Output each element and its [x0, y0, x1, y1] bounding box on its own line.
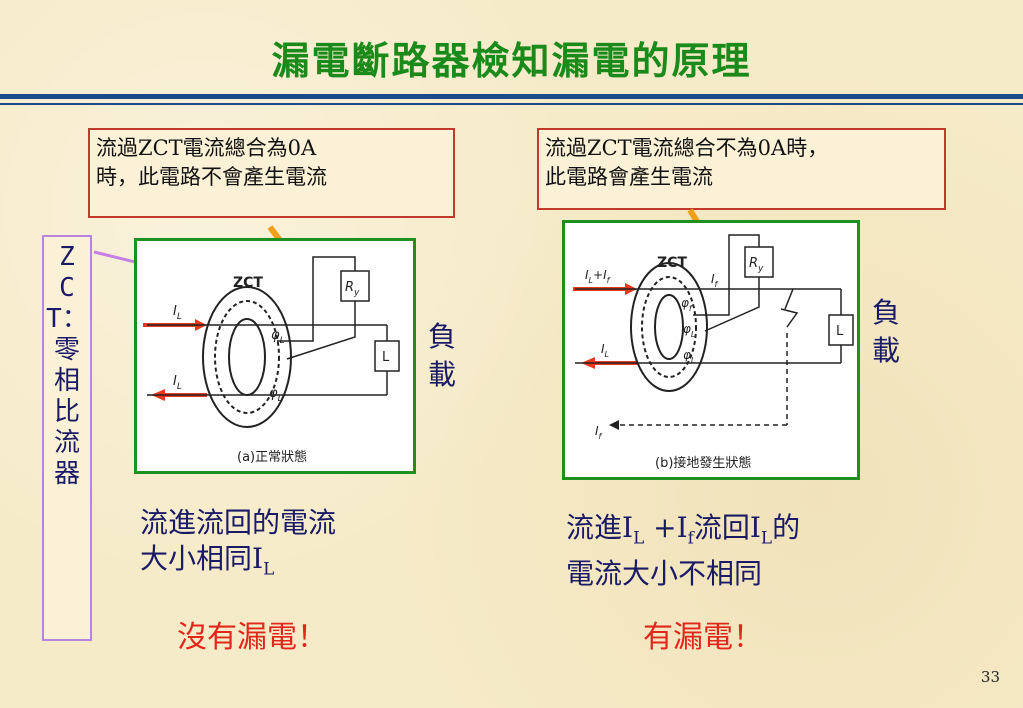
load-label-right: 負 載	[868, 294, 904, 370]
fault-current-label: If	[711, 272, 719, 289]
zct-char: C	[59, 273, 75, 303]
flux-top-label: φL	[271, 328, 285, 346]
description-right: 流進IL +If流回IL的 電流大小不相同	[566, 510, 800, 592]
page-number: 33	[980, 668, 1000, 686]
callout-left: 流過ZCT電流總合為0A 時，此電路不會產生電流	[88, 128, 455, 218]
description-left-line1: 流進流回的電流	[140, 506, 337, 539]
title-rule-thick	[0, 94, 1023, 99]
load-char: 載	[427, 358, 456, 391]
zct-char: 器	[53, 459, 80, 489]
callout-left-line2: 時，此電路不會產生電流	[96, 165, 327, 189]
zct-char: T：	[46, 304, 88, 334]
zct-text-left: ZCT	[233, 275, 263, 291]
current-in-label: IL	[173, 304, 182, 322]
result-leakage: 有漏電！	[643, 620, 763, 655]
current-out-label: IL	[601, 342, 609, 359]
fault-current-bottom-label: If	[595, 424, 603, 441]
callout-left-line1: 流過ZCT電流總合為0A	[96, 136, 317, 160]
zct-label: Z C T： 零 相 比 流 器	[42, 242, 92, 490]
diagram-normal-svg: ZCT IL IL φL φL Ry L (a)正常狀態	[143, 256, 400, 465]
flux-top-label: φf	[681, 296, 693, 313]
description-left-line2: 大小相同IL	[140, 542, 275, 579]
zct-char: 零	[53, 335, 80, 365]
load-symbol-left: L	[382, 350, 390, 365]
load-char: 載	[871, 334, 900, 367]
load-char: 負	[871, 296, 900, 329]
description-left: 流進流回的電流 大小相同IL	[140, 505, 336, 587]
zct-char: 流	[53, 428, 80, 458]
result-no-leakage: 沒有漏電！	[177, 620, 327, 655]
diagram-caption-left: (a)正常狀態	[237, 449, 307, 465]
current-out-label: IL	[173, 374, 182, 392]
callout-right-line1: 流過ZCT電流總合不為0A時，	[545, 136, 829, 160]
title-rule-thin	[0, 103, 1023, 105]
zct-char: 相	[53, 366, 80, 396]
current-in-label: IL+If	[585, 268, 611, 285]
callout-right: 流過ZCT電流總合不為0A時， 此電路會產生電流	[537, 128, 946, 210]
description-right-line2: 電流大小不相同	[566, 556, 763, 590]
resistor-label-right: Ry	[749, 256, 764, 274]
load-symbol-right: L	[836, 324, 844, 339]
callout-right-line2: 此電路會產生電流	[545, 165, 713, 189]
flux-mid-label: φL	[683, 322, 695, 339]
diagram-ground-fault-state: ZCT IL+If IL φf φL φL If If Ry L (b)接地發生…	[562, 220, 860, 480]
flux-bottom-label: φL	[683, 348, 695, 365]
flux-bottom-label: φL	[269, 386, 283, 404]
diagram-fault-svg: ZCT IL+If IL φf φL φL If If Ry L (b)接地發生…	[573, 234, 854, 471]
zct-text-right: ZCT	[657, 255, 687, 271]
description-right-line1: 流進IL +If流回IL的	[566, 511, 801, 548]
diagram-normal-state: ZCT IL IL φL φL Ry L (a)正常狀態	[134, 238, 416, 474]
load-char: 負	[427, 320, 456, 353]
zct-label-box	[42, 235, 92, 641]
zct-char: 比	[53, 397, 80, 427]
slide-title: 漏電斷路器檢知漏電的原理	[271, 38, 752, 83]
zct-char: Z	[59, 242, 75, 272]
diagram-caption-right: (b)接地發生狀態	[655, 455, 751, 471]
resistor-label-left: Ry	[345, 280, 360, 298]
load-label-left: 負 載	[424, 318, 460, 394]
